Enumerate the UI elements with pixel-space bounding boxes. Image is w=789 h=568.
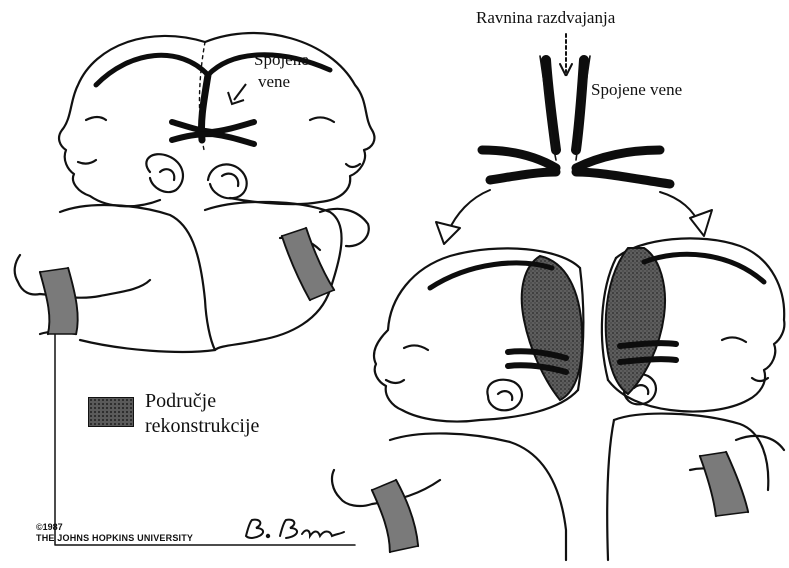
joined-veins-label-line1: Spojene	[254, 50, 309, 70]
reconstruction-area-left	[522, 256, 583, 400]
wristband-separated-right	[700, 452, 748, 516]
reconstruction-area-right	[606, 248, 665, 394]
copyright-year: ©1987	[36, 522, 63, 532]
joined-veins-right-label: Spojene vene	[591, 80, 682, 100]
vein-pointer-arrow	[228, 84, 246, 104]
wristband-separated-left	[372, 480, 418, 552]
legend-label-line1: Područje	[145, 390, 216, 413]
copyright-institution: THE JOHNS HOPKINS UNIVERSITY	[36, 533, 193, 543]
legend-label-line2: rekonstrukcije	[145, 415, 259, 438]
wristband-right-baby	[282, 228, 334, 300]
separation-diagram	[436, 34, 712, 244]
separation-plane-label: Ravnina razdvajanja	[476, 8, 615, 28]
artist-signature	[240, 516, 350, 542]
legend-swatch	[88, 397, 134, 427]
wristband-left-baby	[40, 268, 78, 334]
joined-veins-label-line2: vene	[258, 72, 290, 92]
